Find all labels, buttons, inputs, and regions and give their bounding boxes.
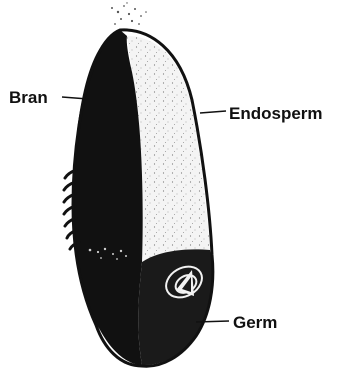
kernel-tip-fuzz <box>111 2 147 25</box>
endosperm-label: Endosperm <box>229 105 323 122</box>
germ-region <box>138 249 212 365</box>
bran-label: Bran <box>9 89 48 106</box>
bran-layer <box>73 30 143 365</box>
germ-leader-line <box>196 321 229 322</box>
germ-label: Germ <box>233 314 277 331</box>
endosperm-leader-line <box>200 111 226 113</box>
